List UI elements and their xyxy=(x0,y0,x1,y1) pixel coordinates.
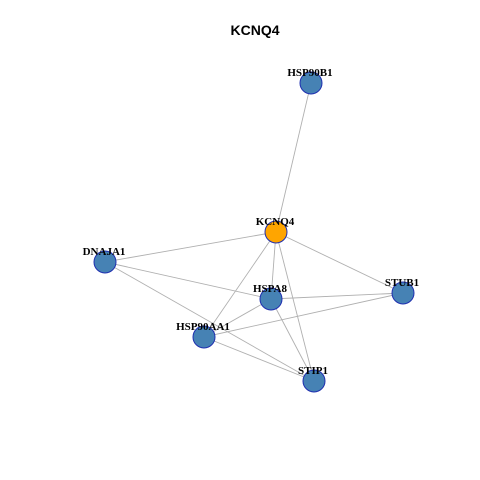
edge-kcnq4-hsp90b1 xyxy=(275,82,312,233)
node-hsp90b1 xyxy=(299,71,323,95)
edge-hspa8-hsp90aa1 xyxy=(203,298,272,338)
node-label-stip1: STIP1 xyxy=(298,365,328,377)
node-label-hsp90aa1: HSP90AA1 xyxy=(176,321,230,333)
node-kcnq4 xyxy=(264,220,288,244)
edge-hsp90aa1-stub1 xyxy=(203,292,404,338)
edge-kcnq4-dnaja1 xyxy=(104,231,277,263)
edge-kcnq4-stip1 xyxy=(275,231,315,382)
node-hspa8 xyxy=(259,287,283,311)
node-label-kcnq4: KCNQ4 xyxy=(256,216,295,228)
node-label-hsp90b1: HSP90B1 xyxy=(287,67,332,79)
node-stub1 xyxy=(391,281,415,305)
graph-title: KCNQ4 xyxy=(230,22,279,38)
node-label-hspa8: HSPA8 xyxy=(253,283,288,295)
edges-layer xyxy=(104,82,404,382)
node-dnaja1 xyxy=(93,250,117,274)
node-hsp90aa1 xyxy=(192,325,216,349)
edge-dnaja1-stip1 xyxy=(104,261,315,382)
nodes-layer xyxy=(93,71,415,393)
edge-kcnq4-stub1 xyxy=(275,231,404,294)
node-stip1 xyxy=(302,369,326,393)
node-label-stub1: STUB1 xyxy=(385,277,419,289)
edge-hspa8-stip1 xyxy=(270,298,315,382)
edge-hsp90aa1-stip1 xyxy=(203,336,315,382)
edge-dnaja1-hspa8 xyxy=(104,261,272,300)
node-label-dnaja1: DNAJA1 xyxy=(83,246,126,258)
edge-kcnq4-hsp90aa1 xyxy=(203,231,277,338)
edge-hspa8-stub1 xyxy=(270,292,404,300)
